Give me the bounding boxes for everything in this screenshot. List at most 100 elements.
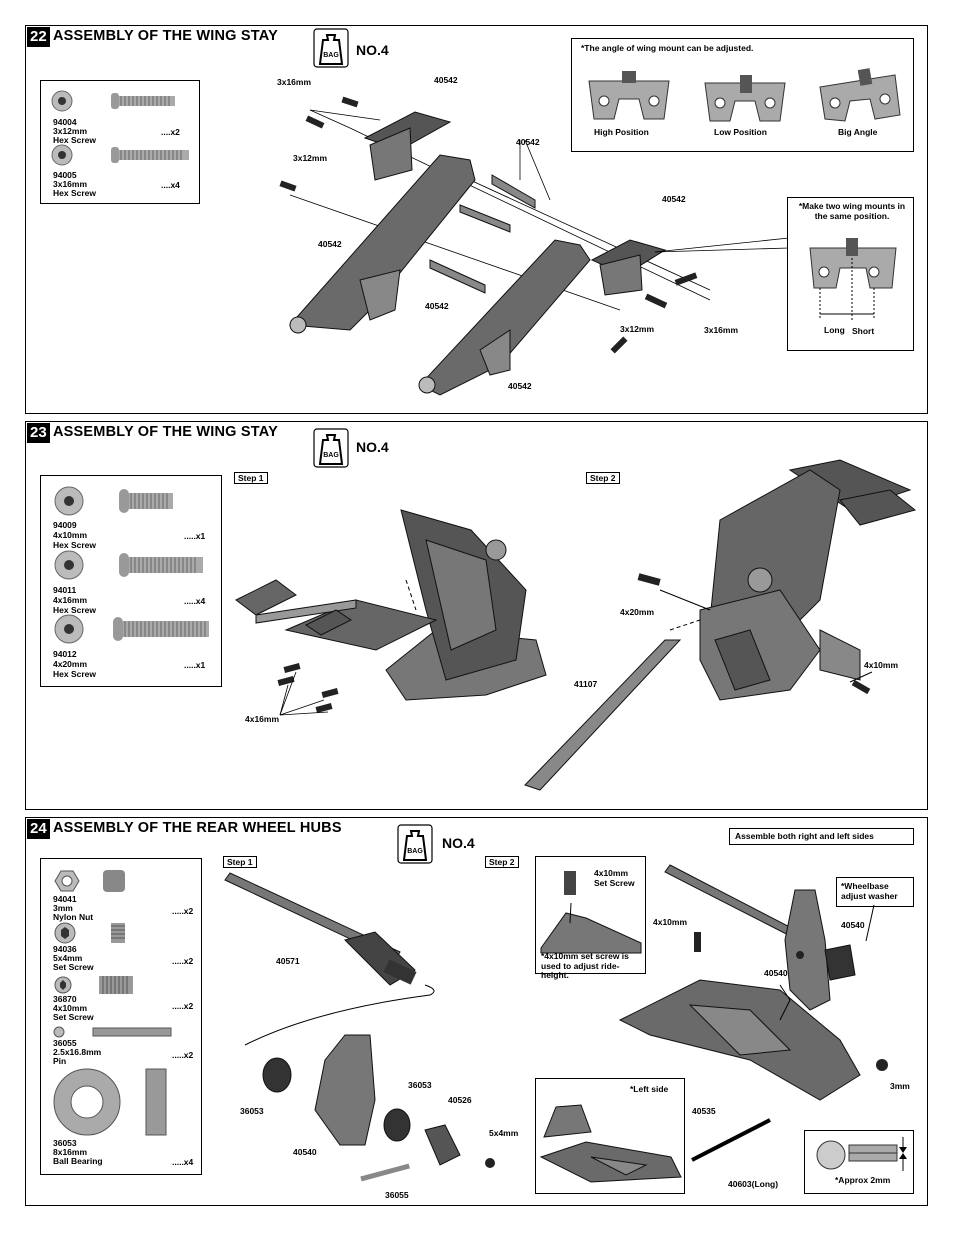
label-part: 36053 [408, 1080, 432, 1090]
short-label: Short [852, 326, 875, 336]
label-part: 40542 [662, 194, 686, 204]
parts-box-24: 94041 3mm Nylon Nut .....x2 94036 5x4mm … [40, 858, 202, 1175]
parts-box-22: 94004 3x12mm Hex Screw ....x2 94005 3x16… [40, 80, 200, 204]
note-pointer-lines [654, 237, 790, 253]
part-size: 4x10mm [53, 1003, 88, 1013]
rear-hub-step1-drawing [224, 872, 495, 1182]
wheelbase-washer-text: *Wheelbase adjust washer [841, 881, 898, 901]
wheelbase-washer-inset: *Wheelbase adjust washer [836, 877, 914, 907]
section-22-title: ASSEMBLY OF THE WING STAY [53, 28, 278, 44]
part-size: 8x16mm [53, 1147, 88, 1157]
section-24-title: ASSEMBLY OF THE REAR WHEEL HUBS [53, 820, 342, 836]
label-part: 40571 [276, 956, 300, 966]
part-qty: ....x2 [161, 127, 180, 137]
part-name: Ball Bearing [53, 1156, 103, 1166]
part-code: 36055 [53, 1038, 77, 1048]
wing-angle-note: *The angle of wing mount can be adjusted… [571, 38, 914, 152]
wing-mount-low-icon [704, 75, 786, 122]
part-qty: ....x4 [161, 180, 180, 190]
set-screw-icon [54, 922, 125, 944]
set-screw-inset: 4x10mm Set Screw *4x10mm set screw is us… [535, 856, 646, 980]
part-size: 3x16mm [53, 179, 88, 189]
label-part: 40603(Long) [728, 1179, 779, 1189]
part-qty: .....x1 [184, 660, 206, 670]
label-part: 40542 [516, 137, 540, 147]
hex-screw-icon [54, 550, 203, 580]
left-side-drawing [539, 1104, 682, 1183]
part-qty: .....x1 [184, 531, 206, 541]
part-code: 94005 [53, 170, 77, 180]
part-name: Hex Screw [53, 540, 96, 550]
label-nut: 3mm [890, 1081, 910, 1091]
label-part: 36053 [240, 1106, 264, 1116]
part-size: 4x20mm [53, 659, 88, 669]
label-screw: 4x10mm [864, 660, 899, 670]
part-qty: .....x4 [172, 1157, 194, 1167]
step-2-tag: Step 2 [485, 856, 519, 868]
part-name: Pin [53, 1056, 67, 1066]
label-part: 40542 [318, 239, 342, 249]
set-screw-inset-title: 4x10mm Set Screw [594, 868, 635, 888]
gap-inset: *Approx 2mm [804, 1130, 914, 1194]
label-screw: 3x16mm [704, 325, 739, 335]
parts-box-23: 94009 4x10mm Hex Screw .....x1 94011 4x1… [40, 475, 222, 687]
label-screw: 4x10mm [653, 917, 688, 927]
pin-icon [53, 1026, 172, 1038]
label-screw: 4x16mm [245, 714, 280, 724]
label-screw: 3x16mm [277, 77, 312, 87]
bag-number: NO.4 [356, 42, 389, 58]
part-size: 5x4mm [53, 953, 83, 963]
part-qty: .....x2 [172, 1001, 194, 1011]
part-qty: .....x2 [172, 906, 194, 916]
wing-stay-step2-drawing [524, 459, 917, 791]
part-name: Hex Screw [53, 669, 96, 679]
part-code: 36053 [53, 1138, 77, 1148]
left-side-text: *Left side [630, 1084, 669, 1094]
step-number-23: 23 [27, 423, 50, 443]
position-label-big-angle: Big Angle [838, 127, 878, 137]
wing-mount-position-icon [809, 238, 897, 320]
assemble-both-note: Assemble both right and left sides [729, 828, 914, 845]
label-part: 40542 [508, 381, 532, 391]
step-1-tag: Step 1 [234, 472, 268, 484]
label-part: 40535 [692, 1106, 716, 1116]
label-screw: 3x12mm [620, 324, 655, 334]
rear-hub-step2-drawing [618, 864, 888, 1162]
bag-icon-label: BAG [323, 452, 339, 459]
bag-icon-label: BAG [407, 848, 423, 855]
label-part: 40542 [425, 301, 449, 311]
wing-mount-high-icon [588, 71, 670, 120]
bag-icon-label: BAG [323, 52, 339, 59]
part-qty: .....x2 [172, 1050, 194, 1060]
part-size: 3x12mm [53, 126, 88, 136]
wing-mount-big-angle-icon [819, 68, 901, 122]
position-label-low: Low Position [714, 127, 767, 137]
label-part: 36055 [385, 1190, 409, 1200]
bag-icon: BAG [313, 28, 349, 68]
part-name: Set Screw [53, 962, 94, 972]
set-screw-inset-note: *4x10mm set screw is used to adjust ride… [541, 951, 629, 980]
part-size: 4x16mm [53, 595, 88, 605]
part-code: 36870 [53, 994, 77, 1004]
part-code: 94011 [53, 585, 77, 595]
wing-stay-exploded-drawing [279, 96, 711, 396]
hex-screw-icon [51, 144, 189, 166]
part-name: Hex Screw [53, 188, 96, 198]
washer-pointer-line [865, 904, 875, 942]
step-2-tag: Step 2 [586, 472, 620, 484]
part-size: 4x10mm [53, 530, 88, 540]
label-part: 40540 [841, 920, 865, 930]
set-screw-icon [54, 976, 133, 994]
long-label: Long [824, 325, 845, 335]
section-23-title: ASSEMBLY OF THE WING STAY [53, 424, 278, 440]
step-number-24: 24 [27, 819, 50, 839]
ball-bearing-icon [53, 1068, 167, 1136]
part-name: Nylon Nut [53, 912, 94, 922]
hex-screw-icon [51, 90, 175, 112]
wing-angle-note-text: *The angle of wing mount can be adjusted… [581, 43, 754, 53]
label-part: 40542 [434, 75, 458, 85]
part-size: 3mm [53, 903, 73, 913]
part-size: 2.5x16.8mm [53, 1047, 102, 1057]
hex-screw-icon [54, 614, 209, 644]
part-code: 94004 [53, 117, 77, 127]
